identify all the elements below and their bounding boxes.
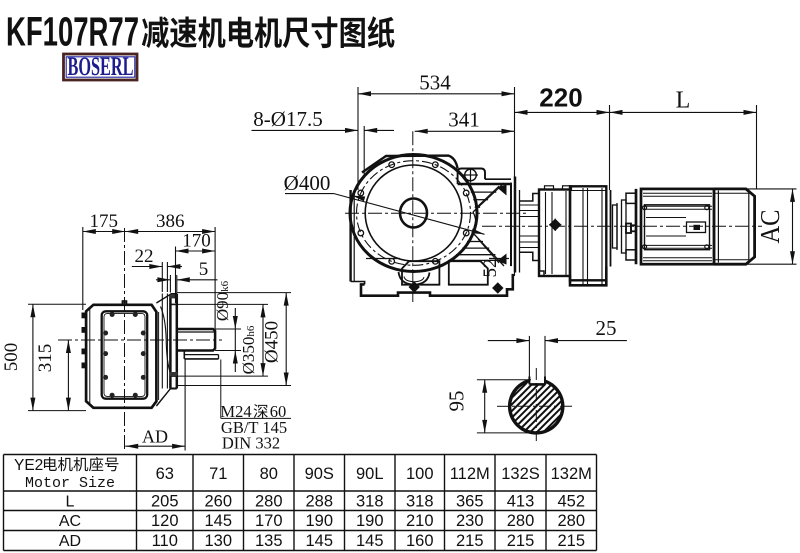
svg-text:130: 130 (204, 532, 232, 550)
svg-text:175: 175 (90, 211, 119, 232)
svg-text:215: 215 (507, 532, 535, 550)
svg-text:BOSERL: BOSERL (68, 52, 134, 81)
svg-text:170: 170 (255, 512, 283, 530)
svg-text:280: 280 (255, 492, 283, 510)
svg-text:145: 145 (305, 532, 333, 550)
svg-text:112M: 112M (450, 465, 490, 483)
svg-text:280: 280 (557, 512, 585, 530)
svg-text:386: 386 (156, 211, 185, 232)
svg-text:135: 135 (255, 532, 283, 550)
svg-text:95: 95 (445, 391, 469, 412)
svg-text:90L: 90L (356, 465, 384, 483)
svg-text:315: 315 (35, 344, 56, 373)
svg-text:Ø90k6: Ø90k6 (213, 280, 232, 321)
svg-text:500: 500 (1, 343, 22, 372)
svg-text:280: 280 (507, 512, 535, 530)
svg-text:L: L (66, 493, 75, 510)
svg-text:90S: 90S (305, 465, 334, 483)
svg-text:Ø400: Ø400 (284, 171, 331, 195)
svg-text:341: 341 (448, 108, 480, 132)
svg-text:Motor Size: Motor Size (25, 475, 115, 492)
svg-text:534: 534 (419, 71, 451, 95)
svg-text:8-Ø17.5: 8-Ø17.5 (253, 107, 322, 131)
svg-text:52: 52 (480, 259, 501, 278)
svg-text:230: 230 (456, 512, 484, 530)
svg-text:160: 160 (406, 532, 434, 550)
svg-text:L: L (676, 88, 691, 114)
svg-text:260: 260 (204, 492, 232, 510)
svg-text:365: 365 (456, 492, 484, 510)
svg-text:220: 220 (539, 83, 582, 113)
svg-text:Ø350h6: Ø350h6 (239, 325, 258, 374)
svg-text:145: 145 (356, 532, 384, 550)
svg-text:132S: 132S (501, 465, 540, 483)
svg-text:100: 100 (406, 465, 434, 483)
svg-text:215: 215 (557, 532, 585, 550)
svg-text:318: 318 (356, 492, 384, 510)
svg-text:110: 110 (152, 532, 178, 550)
svg-text:120: 120 (151, 512, 179, 530)
svg-text:145: 145 (204, 512, 232, 530)
svg-text:63: 63 (156, 465, 174, 483)
svg-text:205: 205 (151, 492, 179, 510)
svg-text:288: 288 (305, 492, 333, 510)
svg-text:210: 210 (406, 512, 434, 530)
svg-text:5: 5 (199, 259, 209, 280)
svg-text:KF107R77: KF107R77 (6, 9, 139, 55)
svg-text:Ø450: Ø450 (262, 321, 283, 363)
svg-text:DIN 332: DIN 332 (222, 434, 280, 453)
svg-text:80: 80 (260, 465, 278, 483)
svg-text:M24: M24 (220, 402, 251, 421)
svg-text:132M: 132M (551, 465, 592, 483)
svg-text:452: 452 (557, 492, 585, 510)
svg-text:318: 318 (406, 492, 434, 510)
svg-text:190: 190 (356, 512, 384, 530)
svg-text:AC: AC (59, 513, 81, 530)
svg-text:215: 215 (456, 532, 484, 550)
svg-text:413: 413 (507, 492, 535, 510)
svg-text:AD: AD (142, 427, 168, 447)
svg-text:22: 22 (135, 246, 154, 267)
svg-text:71: 71 (209, 465, 227, 483)
svg-text:25: 25 (596, 316, 617, 340)
svg-text:60: 60 (270, 402, 287, 421)
svg-text:170: 170 (182, 231, 211, 252)
svg-text:GB/T 145: GB/T 145 (221, 418, 287, 437)
svg-text:AD: AD (59, 533, 81, 550)
svg-text:190: 190 (305, 512, 333, 530)
svg-text:YE2: YE2 (14, 457, 43, 474)
